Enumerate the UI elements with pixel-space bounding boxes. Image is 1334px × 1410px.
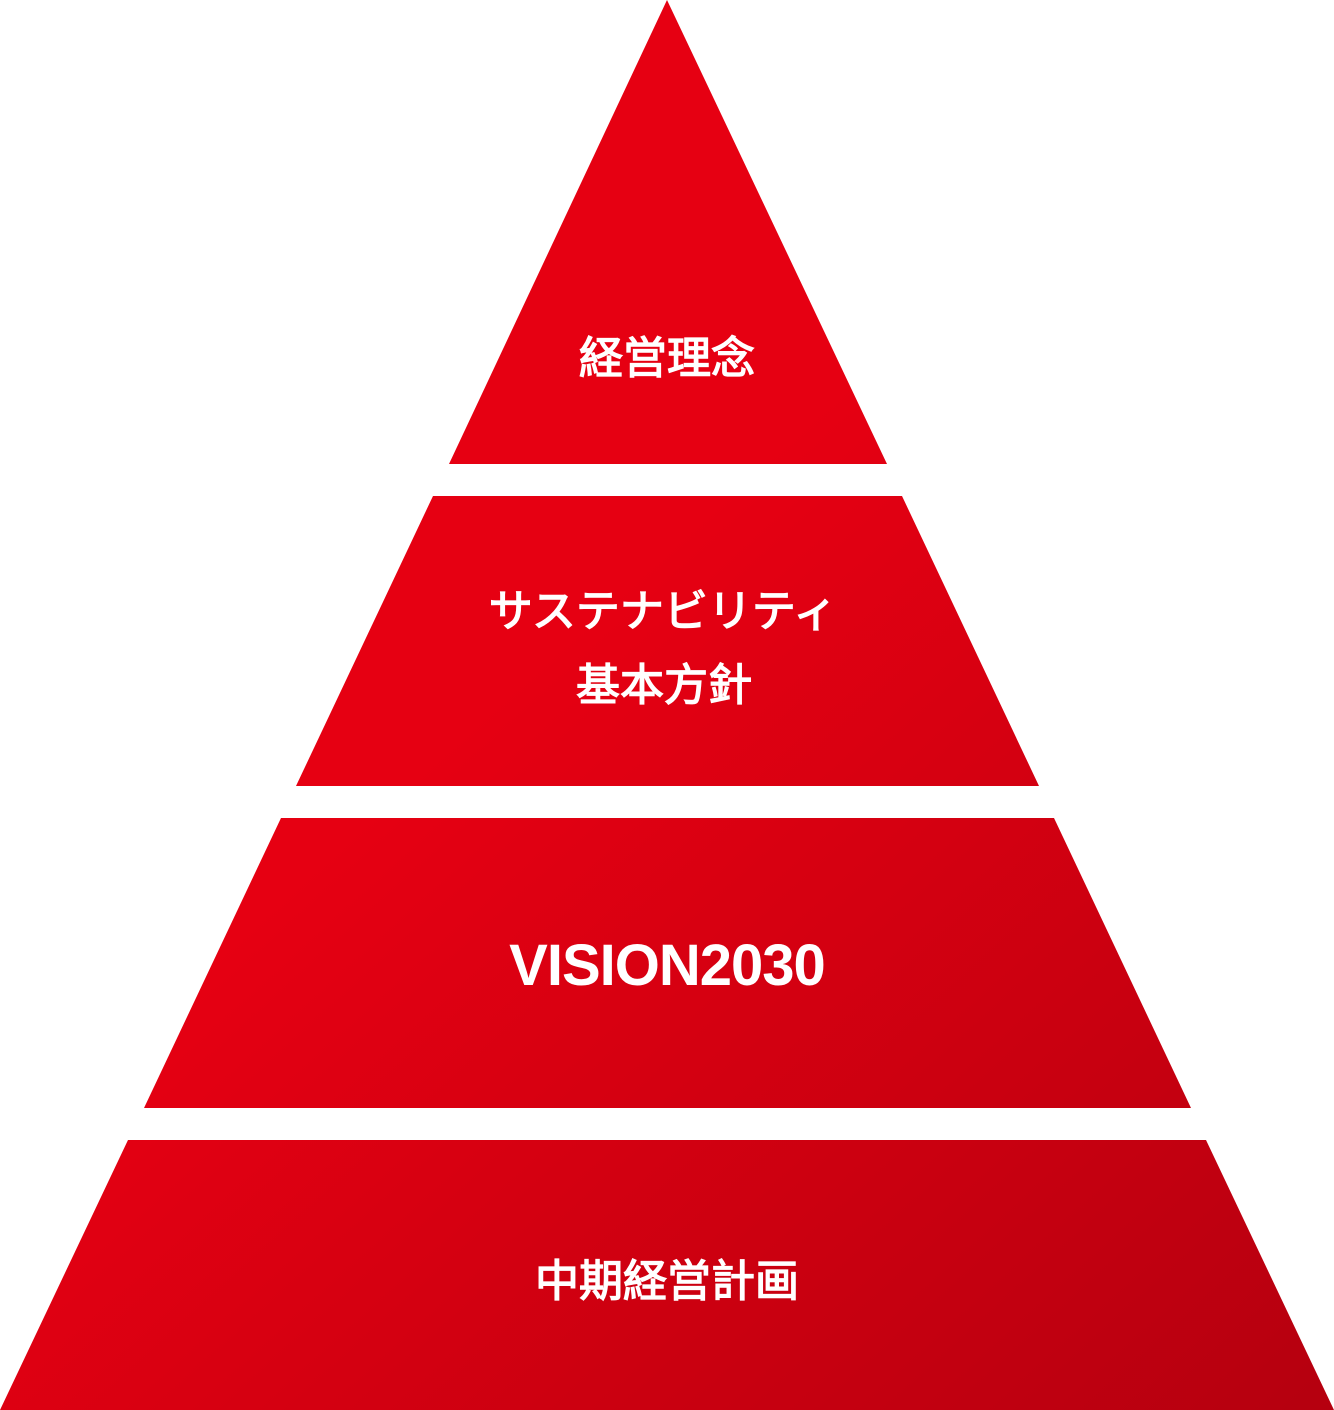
tier-vision-2030: VISION2030 (144, 818, 1191, 1108)
tier-shape-mid-term-plan (0, 1140, 1334, 1410)
tier-management-philosophy: 経営理念 (449, 0, 887, 464)
tier-mid-term-plan: 中期経営計画 (0, 1140, 1334, 1410)
tier-label-mid-term-plan: 中期経営計画 (535, 1256, 799, 1307)
tier-label-vision-2030: VISION2030 (509, 933, 825, 998)
tier-sustainability-policy: サステナビリティ 基本方針 (296, 496, 1039, 786)
tier-shape-sustainability-policy (296, 496, 1039, 786)
tier-shape-vision-2030 (144, 818, 1191, 1108)
tier-label-sustainability-line2: 基本方針 (576, 660, 752, 711)
tier-label-management-philosophy: 経営理念 (579, 333, 755, 384)
tier-label-sustainability-line1: サステナビリティ (489, 586, 837, 637)
tier-shape-management-philosophy (449, 0, 887, 464)
